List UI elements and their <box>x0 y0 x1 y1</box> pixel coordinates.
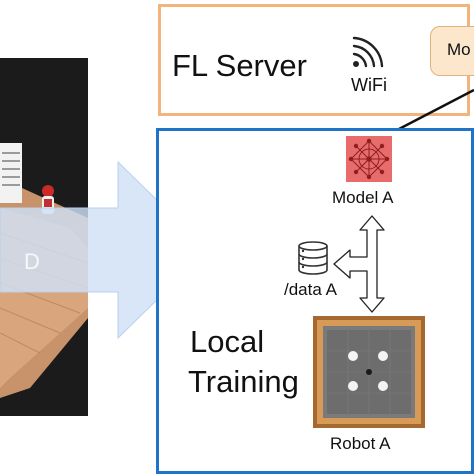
scene-floor-label: D <box>24 249 40 274</box>
database-icon <box>298 241 328 275</box>
model-a-label: Model A <box>332 188 394 207</box>
fl-server-box <box>158 4 470 116</box>
robot-a-label: Robot A <box>330 434 391 453</box>
data-flow-arrow <box>333 215 385 313</box>
local-title-line1: Local <box>190 324 265 359</box>
server-model-tag: Mo <box>430 26 474 76</box>
data-a-label: /data A <box>284 280 337 299</box>
server-model-tag-label: Mo <box>447 40 471 59</box>
wifi-icon <box>352 36 384 68</box>
network-model-icon <box>346 136 392 182</box>
fl-server-title: FL Server <box>172 48 307 83</box>
wifi-label: WiFi <box>351 75 387 95</box>
local-title-line2: Training <box>188 364 299 399</box>
robot-arena-icon <box>313 316 425 428</box>
